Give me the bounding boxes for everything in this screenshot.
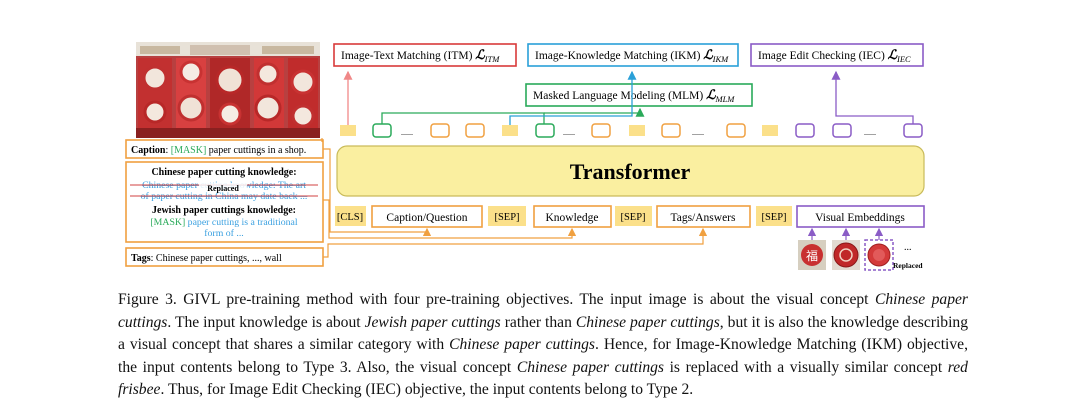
sep-token-2: [SEP] (620, 212, 645, 223)
knowledge-box (125, 161, 324, 243)
transformer-label: Transformer (570, 159, 691, 184)
itm-objective-box: Image-Text Matching (ITM) ℒITM (333, 43, 517, 67)
input-connectors (321, 138, 708, 258)
ellipsis-3: ...... (692, 128, 704, 137)
replaced-label: Replaced (207, 184, 239, 193)
chinese-knowledge-struck: of paper cutting in China may date back … (141, 191, 308, 202)
masked-output-token (372, 123, 392, 138)
fu-glyph: 福 (806, 248, 818, 263)
more-images: ... (904, 242, 912, 253)
masked-output-token (535, 123, 555, 138)
mlm-objective-box: Masked Language Modeling (MLM) ℒMLM (525, 83, 753, 107)
sep-token-1: [SEP] (494, 212, 519, 223)
tags-answers-segment: Tags/Answers (671, 212, 737, 224)
shop-photo (136, 42, 320, 138)
ellipsis-1: ...... (401, 128, 413, 137)
input-sequence: [CLS] Caption/Question [SEP] Knowledge [… (335, 205, 925, 228)
iec-objective-box: Image Edit Checking (IEC) ℒIEC (750, 43, 924, 67)
visual-embeddings-segment: Visual Embeddings (815, 212, 905, 224)
cls-token: [CLS] (337, 212, 363, 223)
svg-text:[MASK] paper cutting is a trad: [MASK] paper cutting is a traditional (150, 217, 297, 228)
svg-text:Tags: Chinese paper cuttings,: Tags: Chinese paper cuttings, ..., wall (131, 253, 282, 264)
image-replaced-label: Replaced (893, 261, 923, 270)
chinese-knowledge-title: Chinese paper cutting knowledge: (151, 167, 296, 178)
mlm-label: Masked Language Modeling (MLM) (533, 90, 703, 102)
iec-label: Image Edit Checking (IEC) (758, 50, 885, 62)
svg-text:Masked Language Modeling (MLM): Masked Language Modeling (MLM) ℒMLM (533, 87, 735, 104)
transformer-block: Transformer (336, 145, 925, 197)
ellipsis-2: ...... (563, 128, 575, 137)
svg-text:Image-Knowledge Matching (IKM): Image-Knowledge Matching (IKM) ℒIKM (535, 47, 729, 64)
caption-question-segment: Caption/Question (386, 212, 467, 224)
cls-output-token (340, 125, 356, 136)
svg-text:form of ...: form of ... (204, 228, 243, 239)
figure-caption: Figure 3. GIVL pre-training method with … (118, 291, 968, 398)
svg-text:Caption: [MASK] paper cuttings: Caption: [MASK] paper cuttings in a shop… (131, 145, 306, 156)
output-tokens: ...... ...... ...... ...... (340, 123, 923, 138)
left-text-panel: Caption: [MASK] paper cuttings in a shop… (125, 139, 324, 267)
svg-text:Image Edit Checking (IEC) ℒIEC: Image Edit Checking (IEC) ℒIEC (758, 47, 911, 64)
visual-input-images: 福 ... Replaced (798, 227, 923, 271)
knowledge-segment: Knowledge (545, 212, 598, 224)
pretraining-figure: Image-Text Matching (ITM) ℒITM Image-Kno… (125, 42, 925, 271)
jewish-knowledge-title: Jewish paper cuttings knowledge: (152, 205, 296, 216)
sep-token-3: [SEP] (761, 212, 786, 223)
objective-connectors (343, 70, 914, 125)
ikm-label: Image-Knowledge Matching (IKM) (535, 50, 701, 62)
ellipsis-4: ...... (864, 128, 876, 137)
ikm-objective-box: Image-Knowledge Matching (IKM) ℒIKM (527, 43, 739, 67)
svg-text:Image-Text Matching (ITM) ℒITM: Image-Text Matching (ITM) ℒITM (341, 47, 500, 64)
itm-label: Image-Text Matching (ITM) (341, 50, 473, 62)
